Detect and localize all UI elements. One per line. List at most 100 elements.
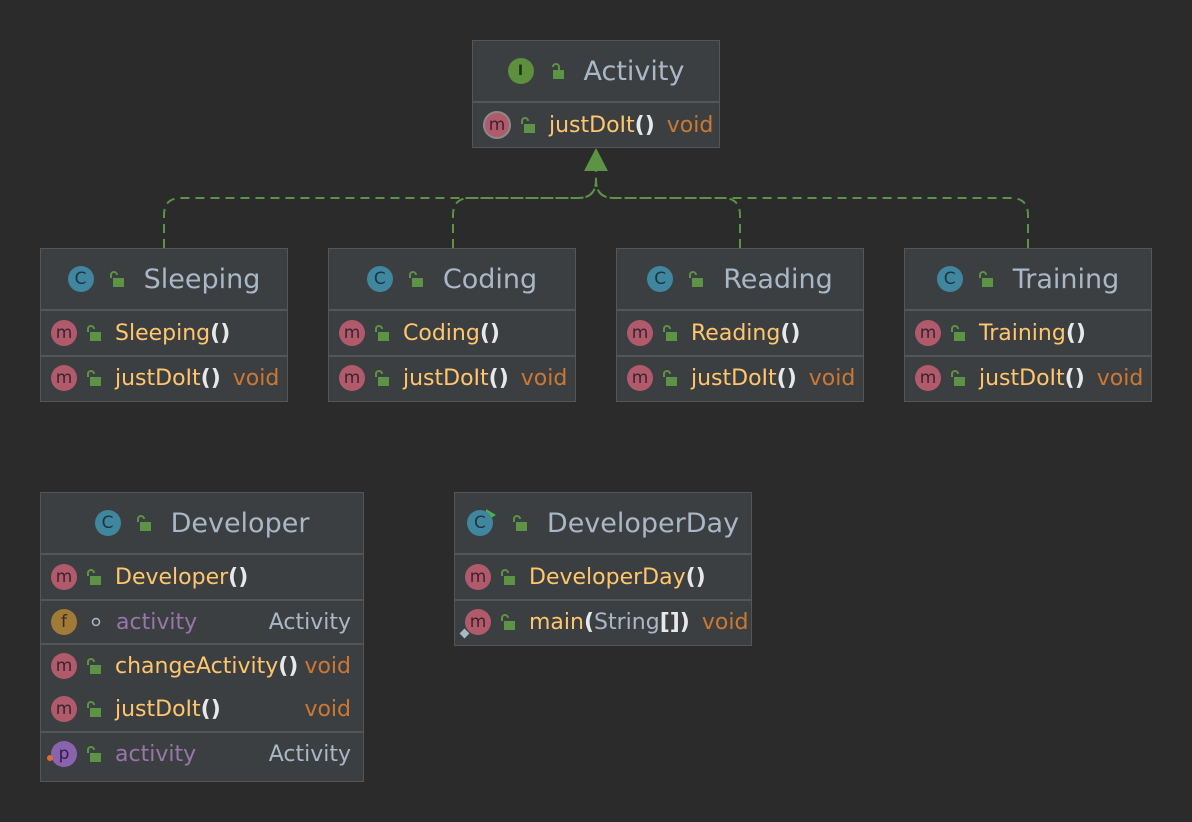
method-parens: () — [200, 696, 221, 722]
constructor-name: DeveloperDay — [529, 564, 686, 590]
sleeping-class-box[interactable]: C Sleeping m Sleeping() m justDoIt() voi… — [40, 248, 288, 402]
coding-header: C Coding — [329, 249, 575, 311]
developer-justdoit-row[interactable]: m justDoIt() void — [41, 687, 363, 731]
unlocked-padlock-icon — [501, 614, 515, 630]
coding-class-box[interactable]: C Coding m Coding() m justDoIt() void — [328, 248, 576, 402]
method-icon: m — [51, 564, 77, 590]
developer-title: Developer — [170, 507, 310, 539]
constructor-parens: () — [1065, 320, 1086, 346]
training-constructor-row[interactable]: m Training() — [905, 311, 1151, 355]
sleeping-constructor-row[interactable]: m Sleeping() — [41, 311, 287, 355]
developer-header: C Developer — [41, 493, 363, 555]
unlocked-padlock-icon — [663, 370, 677, 386]
constructor-name: Reading — [691, 320, 781, 346]
constructor-parens: () — [210, 320, 231, 346]
field-name: activity — [116, 609, 198, 635]
activity-header: I Activity — [473, 41, 719, 103]
runnable-class-icon: C — [466, 510, 493, 536]
unlocked-padlock-icon — [951, 325, 965, 341]
method-parens: () — [1064, 365, 1085, 391]
static-method-icon: m — [459, 609, 491, 639]
class-icon: C — [936, 266, 963, 292]
method-return-type: void — [520, 365, 568, 391]
constructor-parens: () — [479, 320, 500, 346]
unlocked-padlock-icon — [689, 271, 704, 287]
method-return-type: void — [304, 696, 351, 722]
inheritance-arrow-head — [584, 148, 608, 171]
method-return-type: void — [232, 365, 280, 391]
developer-class-box[interactable]: C Developer m Developer() f activity Act… — [40, 492, 364, 782]
developer-constructor-row[interactable]: m Developer() — [41, 555, 363, 599]
unlocked-padlock-icon — [87, 658, 101, 674]
training-class-box[interactable]: C Training m Training() m justDoIt() voi… — [904, 248, 1152, 402]
constructor-name: Developer — [115, 564, 229, 590]
unlocked-padlock-icon — [87, 370, 101, 386]
activity-title: Activity — [583, 55, 685, 87]
developer-day-class-box[interactable]: C DeveloperDay m DeveloperDay() m main(S… — [454, 492, 752, 646]
method-return-type: void — [666, 112, 714, 138]
property-icon: p — [47, 741, 77, 767]
unlocked-padlock-icon — [501, 569, 515, 585]
unlocked-padlock-icon — [109, 271, 124, 287]
reading-method-row[interactable]: m justDoIt() void — [617, 355, 863, 399]
coding-method-row[interactable]: m justDoIt() void — [329, 355, 575, 399]
method-name: main — [529, 609, 584, 635]
developer-field-row[interactable]: f activity Activity — [41, 599, 363, 643]
unlocked-padlock-icon — [87, 746, 101, 762]
property-type: Activity — [268, 741, 351, 767]
constructor-parens: () — [228, 564, 249, 590]
edge-reading-activity — [595, 179, 741, 248]
method-name: justDoIt — [979, 365, 1065, 391]
static-marker-icon — [459, 628, 470, 639]
training-title: Training — [1012, 263, 1120, 295]
method-icon: m — [51, 320, 77, 346]
method-icon: m — [339, 365, 365, 391]
method-return-type: void — [1096, 365, 1144, 391]
edge-sleeping-activity — [163, 170, 597, 248]
method-return-type: void — [808, 365, 856, 391]
sleeping-title: Sleeping — [143, 263, 261, 295]
method-name: justDoIt — [115, 365, 201, 391]
activity-method-row[interactable]: m justDoIt() void — [473, 103, 719, 147]
developer-change-activity-row[interactable]: m changeActivity() void — [41, 643, 363, 687]
training-header: C Training — [905, 249, 1151, 311]
reading-constructor-row[interactable]: m Reading() — [617, 311, 863, 355]
training-method-row[interactable]: m justDoIt() void — [905, 355, 1151, 399]
property-marker-dot-icon — [47, 755, 53, 761]
method-parens: () — [488, 365, 509, 391]
parameter-type: String — [594, 609, 660, 635]
class-icon: C — [67, 266, 94, 292]
reading-class-box[interactable]: C Reading m Reading() m justDoIt() void — [616, 248, 864, 402]
constructor-parens: () — [780, 320, 801, 346]
developer-day-constructor-row[interactable]: m DeveloperDay() — [455, 555, 751, 599]
method-name: justDoIt — [691, 365, 777, 391]
developer-day-main-row[interactable]: m main(String[]) void — [455, 599, 751, 643]
method-icon: m — [51, 653, 77, 679]
field-type: Activity — [268, 609, 351, 635]
coding-title: Coding — [442, 263, 538, 295]
developer-day-title: DeveloperDay — [546, 507, 740, 539]
method-icon: m — [339, 320, 365, 346]
method-icon: m — [627, 365, 653, 391]
interface-icon: I — [507, 58, 534, 84]
method-icon: m — [465, 564, 491, 590]
unlocked-padlock-icon — [408, 271, 423, 287]
field-icon: f — [51, 609, 77, 635]
method-icon: m — [51, 365, 77, 391]
unlocked-padlock-icon — [521, 117, 535, 133]
constructor-name: Coding — [403, 320, 480, 346]
unlocked-padlock-icon — [375, 325, 389, 341]
package-private-dot-icon — [91, 617, 101, 627]
activity-interface-box[interactable]: I Activity m justDoIt() void — [472, 40, 720, 148]
method-close-paren: ) — [679, 609, 690, 635]
developer-property-row[interactable]: p activity Activity — [41, 731, 363, 775]
constructor-name: Training — [979, 320, 1066, 346]
sleeping-method-row[interactable]: m justDoIt() void — [41, 355, 287, 399]
class-icon: C — [647, 266, 674, 292]
method-return-type: void — [304, 653, 351, 679]
coding-constructor-row[interactable]: m Coding() — [329, 311, 575, 355]
unlocked-padlock-icon — [136, 515, 151, 531]
method-parens: () — [634, 112, 655, 138]
method-icon: m — [915, 320, 941, 346]
